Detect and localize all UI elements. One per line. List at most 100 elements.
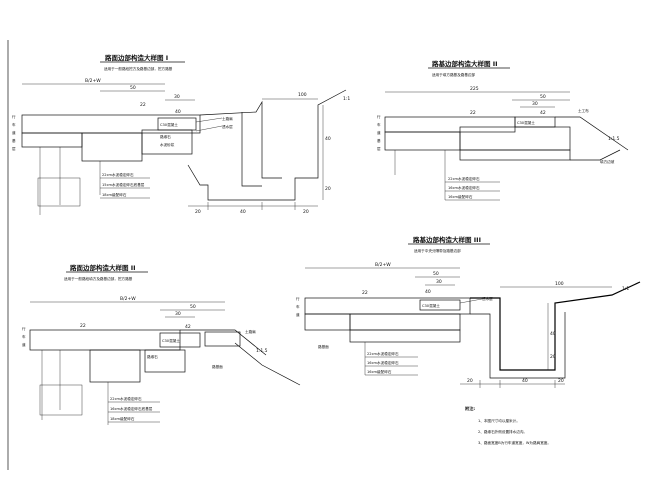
detail-subtitle: 适用于中央分隔带及路基边部 <box>414 248 461 253</box>
dim-30: 30 <box>436 279 442 285</box>
detail-title: 路面边部构造大样图 II <box>70 263 136 272</box>
detail-subtitle: 适用于一般路段挖方及路基边部，挖方路基 <box>104 66 173 71</box>
detail-title: 路基边部构造大样图 III <box>413 235 481 244</box>
side-note: 行 <box>296 296 300 301</box>
detail-title: 路面边部构造大样图 I <box>105 53 168 62</box>
dim-bottom-40: 40 <box>522 378 528 384</box>
dim-22: 22 <box>362 290 368 296</box>
detail-title: 路基边部构造大样图 II <box>432 59 498 68</box>
dim-bottom-20: 20 <box>467 378 473 384</box>
side-note: 层 <box>12 146 16 151</box>
dim-total: B/2+W <box>375 262 391 268</box>
ditch-profile <box>187 89 347 201</box>
dim-ditch-depth: 40 <box>550 331 556 337</box>
note-fill: 填方边坡 <box>600 159 615 164</box>
side-note: 道 <box>12 130 16 135</box>
note-shoulder: 土路肩 <box>245 329 256 334</box>
side-note: 基 <box>377 138 381 143</box>
note-subgrade: 路基面 <box>318 344 329 349</box>
dim-slope: 1:1.5 <box>256 348 268 354</box>
dim-total: B/2+W <box>85 78 101 84</box>
note-item: 2、路缘石外侧设置排水边沟。 <box>478 429 527 434</box>
subbase-gravel <box>89 349 141 383</box>
note-concrete: C30混凝土 <box>422 303 440 308</box>
layer-note: 16cm水泥稳定碎石 <box>367 360 399 365</box>
dim-lane: 50 <box>130 85 136 91</box>
layer-note: 16cm级配碎石 <box>448 194 473 199</box>
drawing-notes: 附注: 1、本图尺寸均以厘米计。 2、路缘石外侧设置排水边沟。 3、路面宽度B为… <box>465 405 551 445</box>
dim-lane: 50 <box>190 304 196 310</box>
dim-40: 40 <box>425 289 431 295</box>
subbase-gravel <box>81 132 143 162</box>
curb-block <box>419 299 461 311</box>
dim-42: 42 <box>540 110 546 116</box>
side-note: 车 <box>296 304 300 309</box>
dim-30: 30 <box>532 101 538 107</box>
dim-slope: 1:1 <box>343 96 350 102</box>
note-concrete: C30混凝土 <box>517 120 535 125</box>
surface-course <box>304 297 471 315</box>
layer-note: 16cm级配碎石 <box>367 369 392 374</box>
detail-bottom-left: 路面边部构造大样图 II 适用于一般路段填方及路基边部，挖方路基 B/2+W 5… <box>22 263 301 425</box>
dim-bottom-40: 40 <box>240 209 246 215</box>
subbase-gravel <box>349 313 461 331</box>
dim-lane: 50 <box>433 271 439 277</box>
dim-22: 22 <box>80 323 86 329</box>
notes-heading: 附注: <box>465 405 475 412</box>
dim-bottom-right-20: 20 <box>303 209 309 215</box>
dim-base-20: 20 <box>325 186 331 192</box>
surface-course <box>29 329 181 351</box>
detail-bottom-right: 路基边部构造大样图 III 适用于中央分隔带及路基边部 B/2+W 50 30 … <box>296 235 641 388</box>
detail-subtitle: 适用于一般路段填方及路基边部，挖方路基 <box>64 276 133 281</box>
dim-30: 30 <box>174 94 180 100</box>
dim-slope: 1:1.5 <box>608 136 620 142</box>
dim-total: 225 <box>470 86 479 92</box>
base-course <box>384 131 461 151</box>
dim-lane: 50 <box>540 94 546 100</box>
layer-note: 18cm级配碎石 <box>102 192 127 197</box>
dim-22: 22 <box>470 110 476 116</box>
side-note: 道 <box>296 312 300 317</box>
dim-bottom-20: 20 <box>195 209 201 215</box>
curb-block <box>157 117 197 131</box>
surface-course <box>384 116 516 133</box>
dim-ditch-top: 100 <box>555 281 564 287</box>
side-note: 车 <box>12 122 16 127</box>
dim-slope: 1:1 <box>622 286 629 292</box>
note-curb: 路缘石 <box>147 354 158 359</box>
side-note: 层 <box>377 146 381 151</box>
side-note: 行 <box>22 326 26 331</box>
note-drain: 透水层 <box>222 124 233 129</box>
fill-slope <box>180 329 267 356</box>
side-note: 道 <box>377 130 381 135</box>
note-concrete: C30混凝土 <box>160 122 178 127</box>
note-item: 1、本图尺寸均以厘米计。 <box>478 418 520 423</box>
dim-42: 42 <box>185 324 191 330</box>
side-note: 车 <box>22 334 26 339</box>
layer-note: 22cm水泥稳定碎石 <box>110 396 142 401</box>
layer-note: 16cm水泥稳定碎石 <box>448 185 480 190</box>
side-note: 行 <box>377 114 381 119</box>
ditch-profile <box>470 281 641 371</box>
note-subgrade: 路基面 <box>212 364 223 369</box>
dim-ditch-depth: 40 <box>325 136 331 142</box>
dim-bottom-right-20: 20 <box>558 378 564 384</box>
layer-note: 22cm水泥稳定碎石 <box>448 176 480 181</box>
base-course <box>21 132 83 148</box>
detail-top-left: 路面边部构造大样图 I 适用于一般路段挖方及路基边部，挖方路基 B/2+W 50… <box>12 53 350 215</box>
dim-40: 40 <box>175 109 181 115</box>
dim-total: B/2+W <box>120 296 136 302</box>
layer-note: 22cm水泥稳定碎石 <box>102 172 134 177</box>
side-note: 基 <box>12 138 16 143</box>
note-item: 3、路面宽度B为行车道宽度，W为路肩宽度。 <box>478 440 551 445</box>
note-mortar: 水泥砂浆 <box>160 142 175 147</box>
note-concrete: C30混凝土 <box>162 338 180 343</box>
dim-ditch-top: 100 <box>298 92 307 98</box>
curb-hatch <box>144 349 186 373</box>
layer-note: 22cm水泥稳定碎石 <box>367 351 399 356</box>
note-geotextile: 土工布 <box>578 108 589 113</box>
layer-note: 18cm级配碎石 <box>110 416 135 421</box>
dim-22: 22 <box>140 102 146 108</box>
